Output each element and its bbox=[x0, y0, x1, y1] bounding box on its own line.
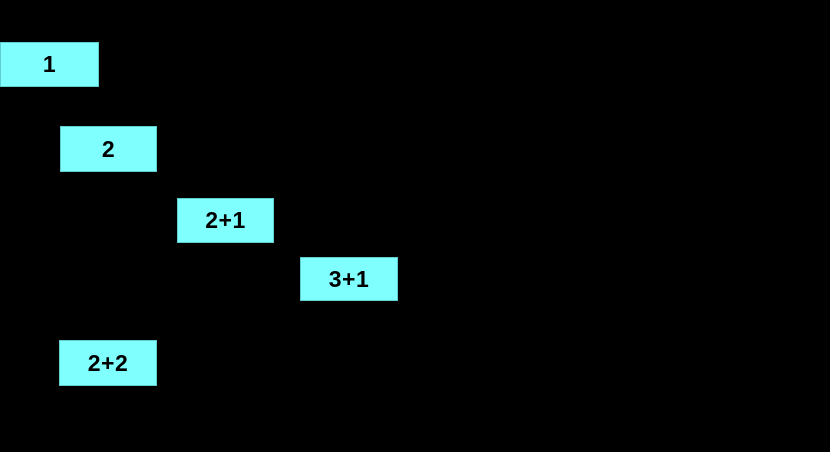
step-box-label: 3+1 bbox=[328, 265, 370, 292]
step-box-label: 2+2 bbox=[87, 349, 129, 376]
step-box-1: 1 bbox=[0, 42, 99, 87]
step-box-2-plus-2: 2+2 bbox=[59, 340, 157, 386]
step-box-label: 2+1 bbox=[205, 207, 246, 233]
step-box-3-plus-1: 3+1 bbox=[300, 257, 398, 301]
step-box-label: 2 bbox=[101, 135, 116, 162]
step-box-label: 1 bbox=[42, 51, 57, 77]
step-box-2: 2 bbox=[60, 126, 157, 172]
step-box-2-plus-1: 2+1 bbox=[177, 198, 274, 243]
